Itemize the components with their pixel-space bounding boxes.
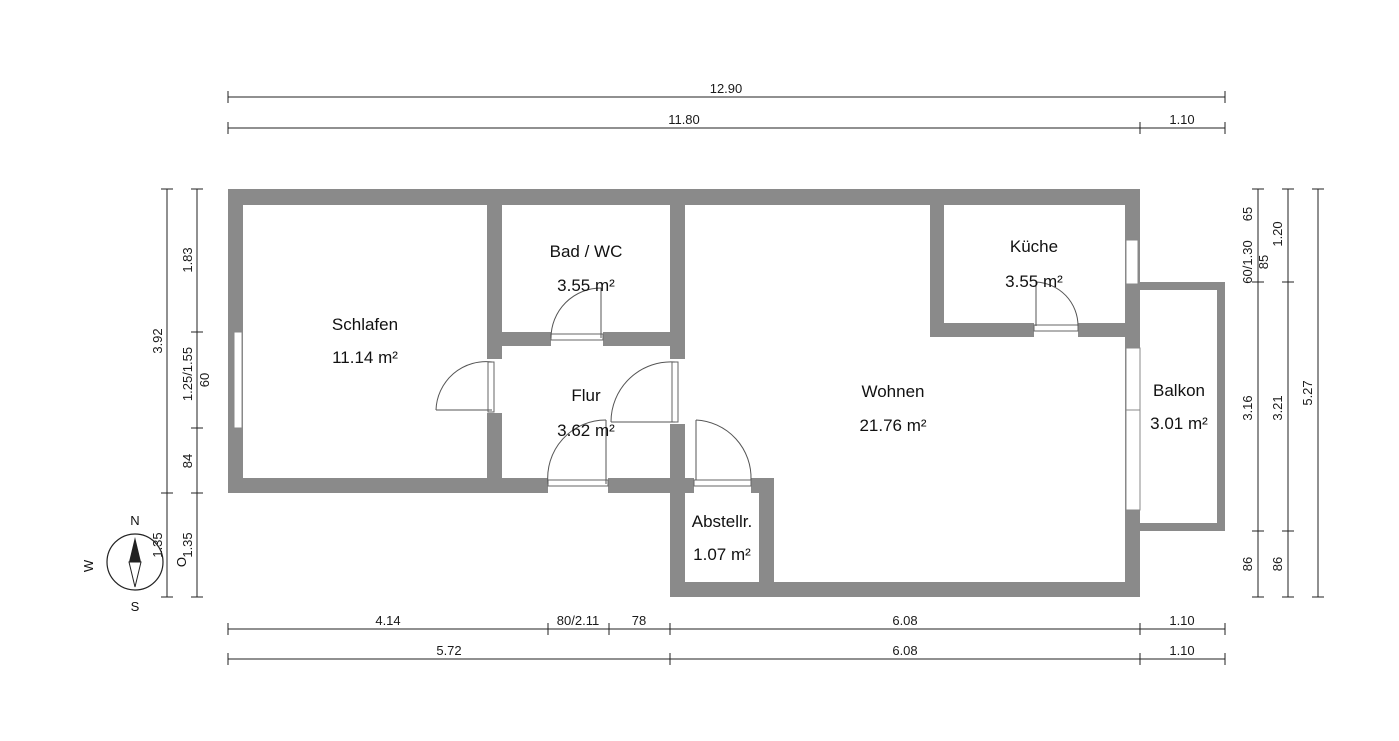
walls	[228, 189, 1225, 597]
dim-bottom2-a: 5.72	[436, 643, 461, 658]
compass: N S W O	[81, 513, 189, 614]
dim-top-balcony: 1.10	[1169, 112, 1194, 127]
dim-right1-a: 60/1.30	[1240, 240, 1255, 283]
dimensions-left: 3.92 1.35 1.83 1.25/1.55 60 84 1.35	[150, 188, 212, 598]
dim-top-total: 12.90	[710, 81, 743, 96]
room-flur-area: 3.62 m²	[557, 421, 615, 440]
room-flur-name: Flur	[571, 386, 601, 405]
dim-right1-b: 3.16	[1240, 395, 1255, 420]
room-balkon-area: 3.01 m²	[1150, 414, 1208, 433]
room-schlafen-area: 11.14 m²	[332, 348, 398, 367]
dim-left-inner-a: 1.83	[180, 247, 195, 272]
room-wohnen-name: Wohnen	[861, 382, 924, 401]
room-wohnen-area: 21.76 m²	[859, 416, 926, 435]
dim-top-main: 11.80	[668, 112, 700, 127]
wall-kueche-left	[930, 189, 944, 337]
balkon-bottom	[1140, 523, 1225, 531]
room-abstell-name: Abstellr.	[692, 512, 752, 531]
room-abstell-area: 1.07 m²	[693, 545, 751, 564]
dim-left-inner-b2: 60	[197, 373, 212, 387]
wall-wohnen-left	[670, 424, 685, 597]
dim-bottom1-b: 80/2.11	[557, 613, 599, 628]
dim-right1-c: 86	[1240, 557, 1255, 571]
compass-ring	[106, 533, 164, 591]
door-swings	[435, 281, 1079, 487]
dim-bottom1-e: 1.10	[1169, 613, 1194, 628]
dim-left-inner-b: 1.25/1.55	[180, 347, 195, 401]
balkon-top	[1140, 282, 1225, 290]
compass-needle-north-icon	[129, 537, 141, 562]
compass-o: O	[174, 557, 189, 567]
dim-right3: 5.27	[1300, 380, 1315, 405]
dim-right2-b: 85	[1256, 255, 1271, 269]
window-balkon-2	[1125, 409, 1141, 511]
room-bad-area: 3.55 m²	[557, 276, 615, 295]
dim-bottom1-c: 78	[632, 613, 646, 628]
room-kueche-area: 3.55 m²	[1005, 272, 1063, 291]
compass-n: N	[130, 513, 139, 528]
dim-right2-a: 65	[1240, 207, 1255, 221]
room-balkon-name: Balkon	[1153, 381, 1205, 400]
room-labels: Schlafen 11.14 m² Bad / WC 3.55 m² Flur …	[332, 237, 1208, 564]
wall-bottom-right	[670, 582, 1140, 597]
dimensions-bottom: 4.14 80/2.11 78 6.08 1.10 5.72 6.08 1.10	[227, 613, 1226, 665]
wall-bad-right	[670, 189, 685, 359]
room-kueche-name: Küche	[1010, 237, 1058, 256]
window-kueche	[1125, 239, 1139, 285]
dim-bottom2-c: 1.10	[1169, 643, 1194, 658]
openings	[233, 239, 1141, 511]
dimensions-top: 12.90 11.80 1.10	[227, 81, 1226, 134]
dim-right2-e: 86	[1270, 557, 1285, 571]
compass-w: W	[81, 559, 96, 572]
wall-abstell-right	[759, 478, 774, 597]
dim-right2-d: 3.21	[1270, 395, 1285, 420]
dim-left-inner-d: 1.35	[180, 532, 195, 557]
room-bad-name: Bad / WC	[550, 242, 623, 261]
dim-right2-c: 1.20	[1270, 221, 1285, 246]
dimensions-right: 60/1.30 3.16 86 65 85 1.20 3.21 86 5.27	[1240, 188, 1324, 598]
compass-s: S	[131, 599, 140, 614]
dim-bottom1-a: 4.14	[375, 613, 400, 628]
dim-bottom1-d: 6.08	[892, 613, 917, 628]
room-schlafen-name: Schlafen	[332, 315, 398, 334]
compass-needle-south-icon	[128, 561, 142, 588]
dim-left-outer: 3.92	[150, 328, 165, 353]
dim-bottom2-b: 6.08	[892, 643, 917, 658]
window-schlafen	[233, 331, 243, 429]
balkon-right	[1217, 282, 1225, 531]
window-balkon-1	[1125, 347, 1141, 411]
dim-left-inner-c: 84	[180, 454, 195, 468]
